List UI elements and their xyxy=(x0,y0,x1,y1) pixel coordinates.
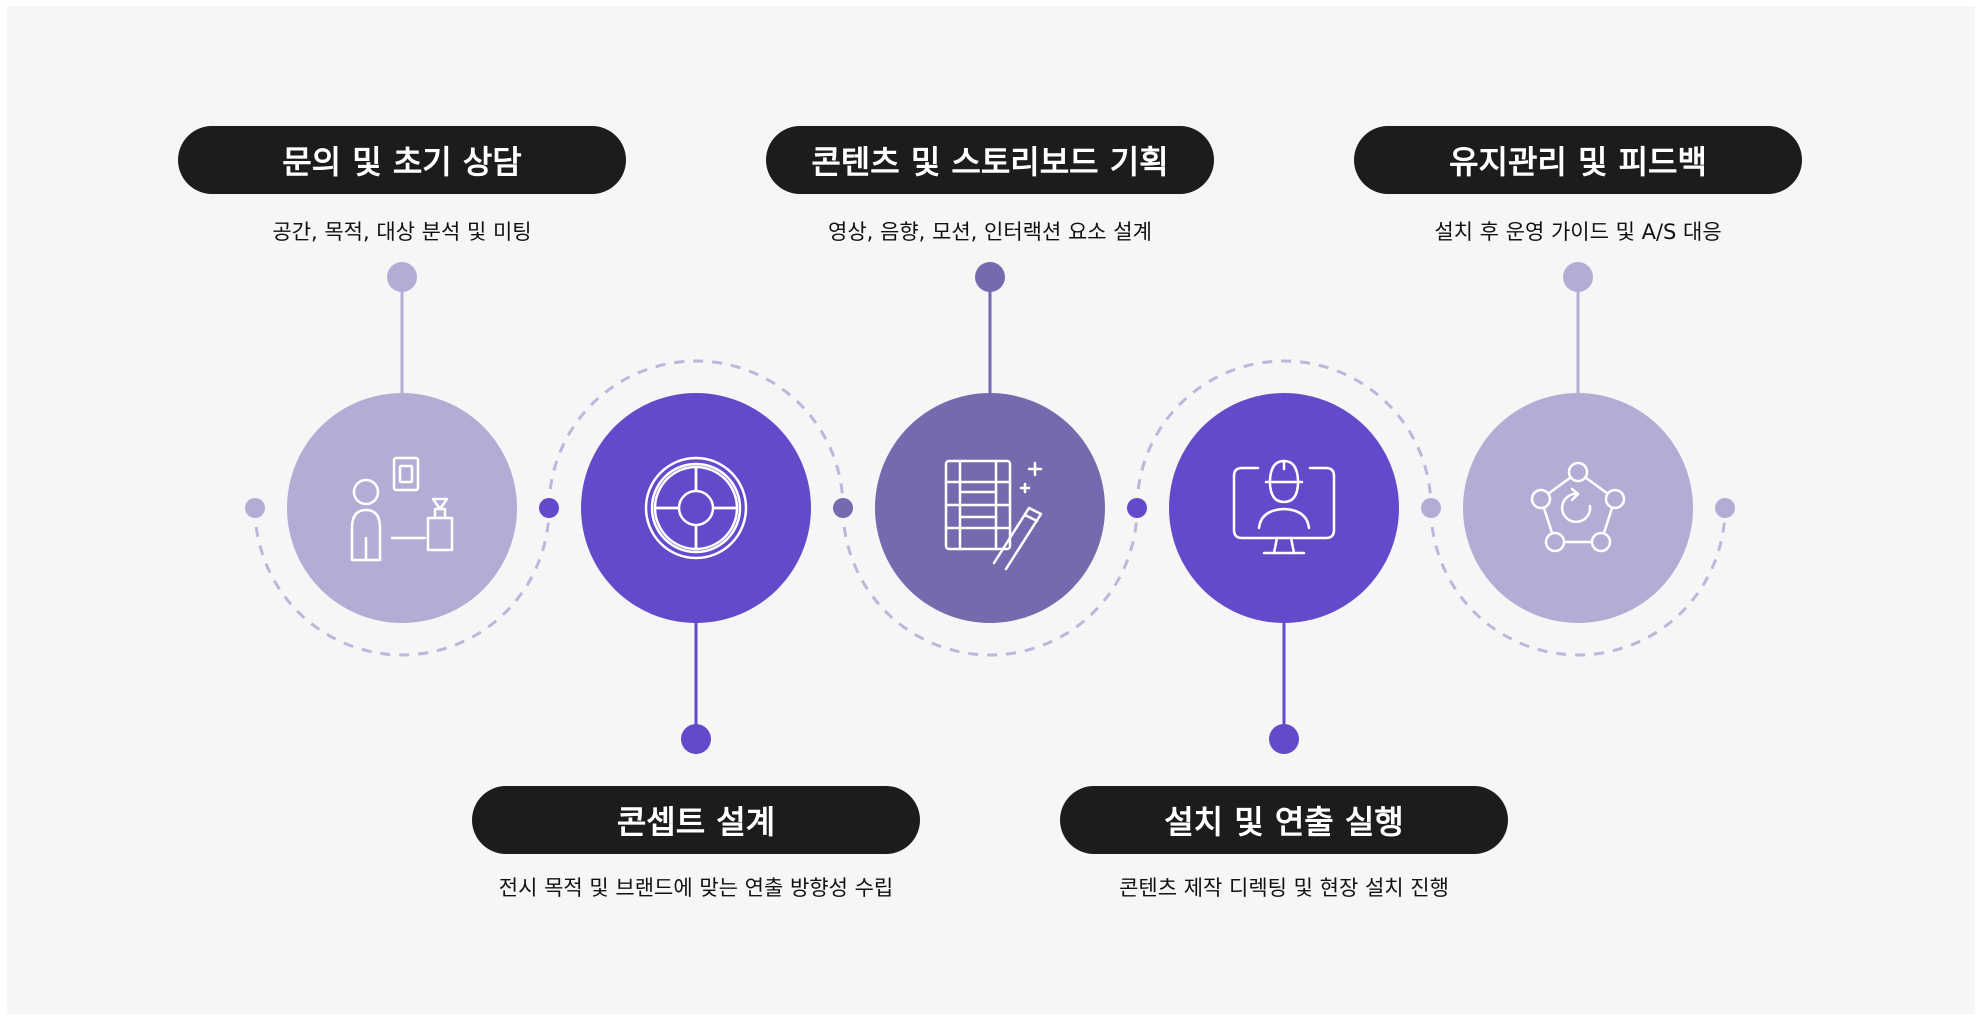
dashed-arc-3 xyxy=(841,507,1139,657)
step-2-description: 전시 목적 및 브랜드에 맞는 연출 방향성 수립 xyxy=(498,876,894,900)
film-strip-icon xyxy=(944,459,1043,571)
stem-dot-2 xyxy=(681,724,711,754)
dashed-arc-1 xyxy=(253,507,551,657)
dashed-arc-4 xyxy=(1135,359,1433,509)
stem-dot-5 xyxy=(1563,262,1593,292)
process-diagram: 문의 및 초기 상담 공간, 목적, 대상 분석 및 미팅 콘셉트 설계 전시 … xyxy=(7,6,1975,1014)
step-circle-5 xyxy=(1463,393,1693,623)
arc-node-4 xyxy=(1127,498,1147,518)
step-4-description: 콘텐츠 제작 디렉팅 및 현장 설치 진행 xyxy=(1119,876,1449,900)
stem-dot-4 xyxy=(1269,724,1299,754)
dashed-arc-2 xyxy=(547,359,845,509)
step-4-title: 설치 및 연출 실행 xyxy=(1060,786,1508,854)
arc-node-3 xyxy=(833,498,853,518)
step-3-title: 콘텐츠 및 스토리보드 기획 xyxy=(766,126,1214,194)
step-circle-1 xyxy=(287,393,517,623)
feedback-cycle-icon xyxy=(1530,461,1626,553)
step-3-description: 영상, 음향, 모션, 인터랙션 요소 설계 xyxy=(828,220,1152,244)
step-circle-3 xyxy=(875,393,1105,623)
step-5-title: 유지관리 및 피드백 xyxy=(1354,126,1802,194)
dashed-arc-5 xyxy=(1429,507,1727,657)
step-1-title: 문의 및 초기 상담 xyxy=(178,126,626,194)
step-5-description: 설치 후 운영 가이드 및 A/S 대응 xyxy=(1434,220,1722,244)
target-icon xyxy=(644,456,748,560)
arc-node-5 xyxy=(1421,498,1441,518)
process-diagram-graphics xyxy=(245,262,1735,754)
step-1-description: 공간, 목적, 대상 분석 및 미팅 xyxy=(272,220,532,244)
technician-monitor-icon xyxy=(1232,459,1336,555)
consultation-icon xyxy=(350,456,454,562)
arc-node-1 xyxy=(245,498,265,518)
step-2-title: 콘셉트 설계 xyxy=(472,786,920,854)
arc-node-6 xyxy=(1715,498,1735,518)
stem-dot-3 xyxy=(975,262,1005,292)
stem-dot-1 xyxy=(387,262,417,292)
arc-node-2 xyxy=(539,498,559,518)
step-circle-2 xyxy=(581,393,811,623)
